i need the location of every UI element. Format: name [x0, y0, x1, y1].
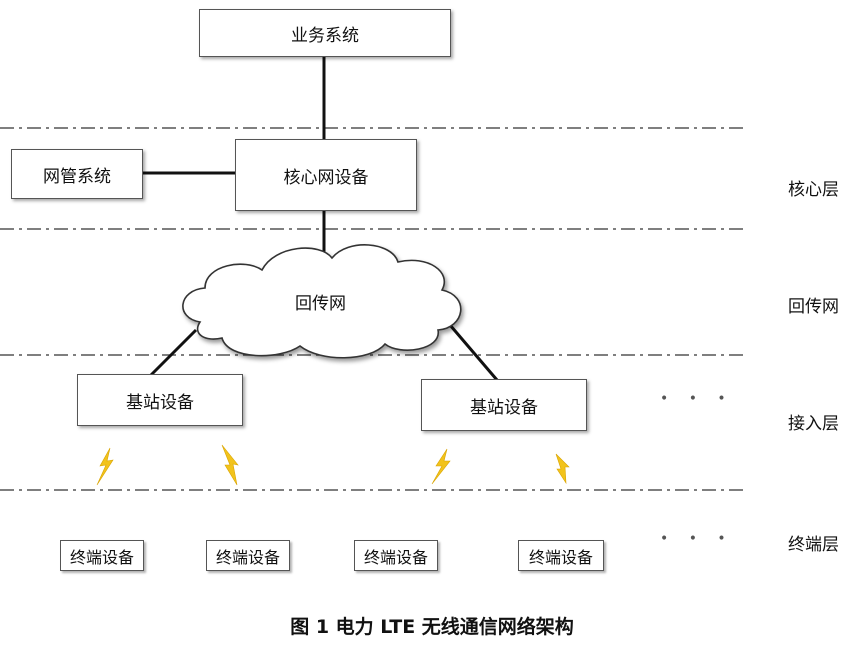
- base-station-label-2: 基站设备: [470, 397, 538, 418]
- lightning-icon: [221, 444, 239, 486]
- nms-system-label: 网管系统: [43, 166, 111, 187]
- terminal-device-box-2: 终端设备: [206, 540, 290, 571]
- base-station-box-1: 基站设备: [77, 374, 243, 426]
- connector-cloud-bs2: [448, 324, 499, 381]
- terminal-device-box-1: 终端设备: [60, 540, 144, 571]
- terminal-device-box-3: 终端设备: [354, 540, 438, 571]
- terminal-device-box-4: 终端设备: [518, 540, 604, 571]
- base-station-label-1: 基站设备: [126, 392, 194, 413]
- business-system-box: 业务系统: [199, 9, 451, 57]
- nms-system-box: 网管系统: [11, 149, 143, 199]
- business-system-label: 业务系统: [291, 25, 359, 46]
- layer-label-access: 接入层: [788, 414, 839, 434]
- connector-cloud-bs1: [149, 328, 198, 377]
- ellipsis-terminal: • • •: [660, 531, 734, 547]
- layer-label-terminal: 终端层: [788, 535, 839, 555]
- layer-label-backhaul: 回传网: [788, 297, 839, 317]
- lightning-icon: [96, 447, 114, 486]
- core-network-label: 核心网设备: [283, 167, 369, 188]
- lightning-icon: [555, 453, 570, 485]
- terminal-device-label-3: 终端设备: [363, 547, 428, 567]
- ellipsis-access: • • •: [660, 391, 734, 407]
- base-station-box-2: 基站设备: [421, 379, 587, 431]
- terminal-device-label-4: 终端设备: [528, 547, 593, 567]
- terminal-device-label-1: 终端设备: [69, 547, 134, 567]
- figure-caption: 图 1 电力 LTE 无线通信网络架构: [290, 616, 574, 638]
- core-network-box: 核心网设备: [235, 139, 417, 211]
- layer-label-core: 核心层: [788, 180, 839, 200]
- lightning-icon: [431, 448, 451, 485]
- backhaul-network-label: 回传网: [295, 294, 346, 314]
- backhaul-cloud-shape: [182, 244, 462, 359]
- terminal-device-label-2: 终端设备: [215, 547, 280, 567]
